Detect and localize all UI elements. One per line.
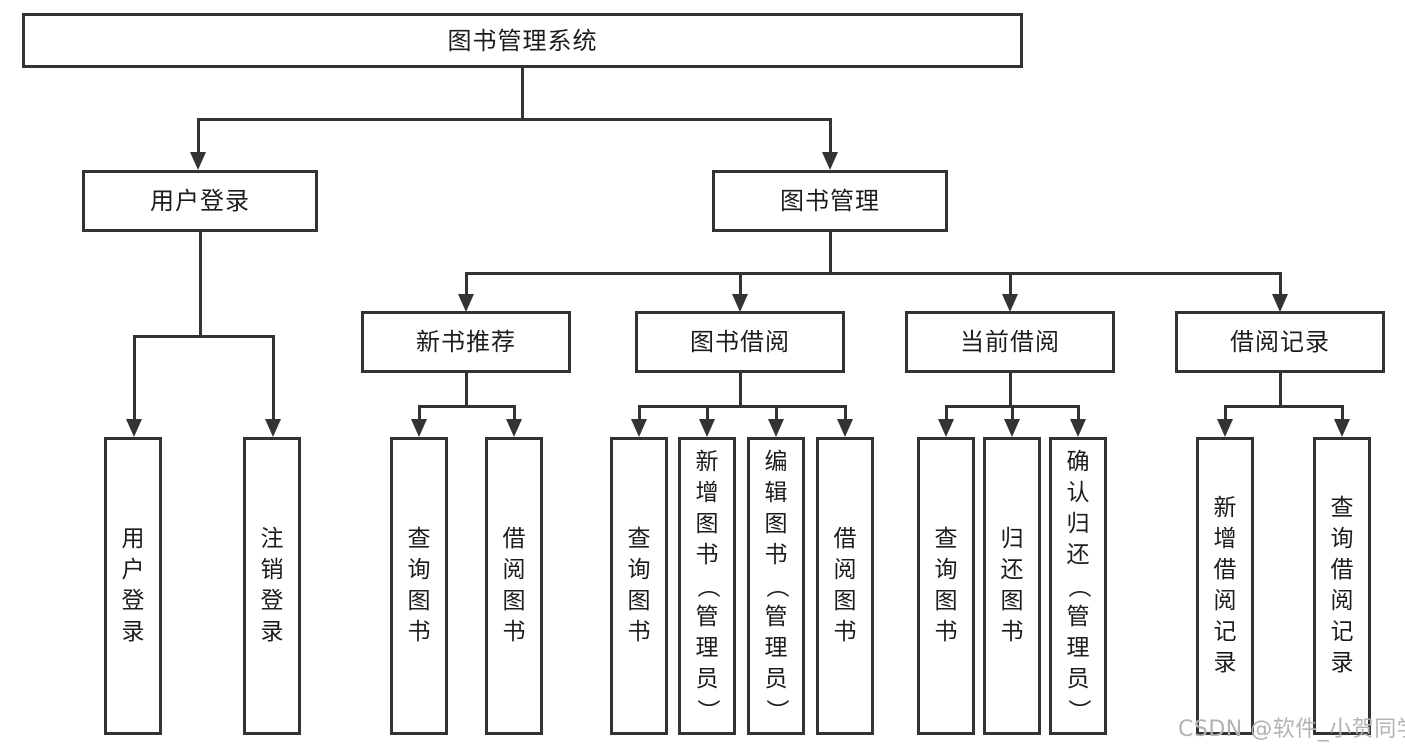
connector-arm-current-borrowing [1008, 272, 1012, 296]
arrowhead-into-current-query [938, 419, 954, 437]
connector-arm-records-add [1223, 405, 1227, 421]
arrowhead-into-current-return [1004, 419, 1020, 437]
arrowhead-into-borrowing-add [699, 419, 715, 437]
connector-root-branch [196, 118, 832, 121]
connector-arm-newbook-borrow [512, 405, 516, 421]
node-book-management: 图书管理 [712, 170, 948, 232]
connector-user-login-stem [198, 232, 202, 335]
connector-arm-current-return [1010, 405, 1014, 421]
connector-arm-newbook-query [417, 405, 421, 421]
arrowhead-into-borrowing-borrow [837, 419, 853, 437]
node-book-borrowing: 图书借阅 [635, 311, 845, 373]
leaf-borrowing-add-books-admin: 新增图书（管理员） [678, 437, 736, 735]
arrowhead-into-current-confirm [1070, 419, 1086, 437]
leaf-logout: 注销登录 [243, 437, 301, 735]
connector-arm-user-login [196, 118, 200, 154]
arrowhead-into-newbook-borrow [506, 419, 522, 437]
leaf-records-query-borrow-record: 查询借阅记录 [1313, 437, 1371, 735]
arrowhead-into-leaf-user-login [126, 419, 142, 437]
connector-arm-borrowing-add [705, 405, 709, 421]
node-user-login: 用户登录 [82, 170, 318, 232]
arrowhead-into-records-add [1217, 419, 1233, 437]
connector-arm-borrowing-borrow [843, 405, 847, 421]
connector-arm-leaf-user-login [132, 335, 136, 421]
connector-new-book-stem [464, 373, 468, 405]
arrowhead-into-borrowing-edit [768, 419, 784, 437]
leaf-current-return-books: 归还图书 [983, 437, 1041, 735]
connector-arm-records-query [1340, 405, 1344, 421]
arrowhead-into-borrowing-records [1272, 294, 1288, 312]
leaf-current-query-books: 查询图书 [917, 437, 975, 735]
arrowhead-into-current-borrowing [1002, 294, 1018, 312]
arrowhead-into-book-management [822, 152, 838, 170]
connector-book-management-branch [464, 272, 1282, 275]
leaf-current-confirm-return-admin: 确认归还（管理员） [1049, 437, 1107, 735]
csdn-watermark: CSDN @软件_小贺同学 [1178, 717, 1405, 742]
node-borrowing-records: 借阅记录 [1175, 311, 1385, 373]
connector-root-stem [520, 68, 524, 118]
connector-borrowing-records-stem [1278, 373, 1282, 405]
leaf-newbook-borrow-books: 借阅图书 [485, 437, 543, 735]
arrowhead-into-leaf-logout [265, 419, 281, 437]
connector-arm-leaf-logout [271, 335, 275, 421]
leaf-borrowing-query-books: 查询图书 [610, 437, 668, 735]
arrowhead-into-borrowing-query [631, 419, 647, 437]
connector-arm-current-confirm [1076, 405, 1080, 421]
arrowhead-into-new-book [458, 294, 474, 312]
leaf-borrowing-edit-books-admin: 编辑图书（管理员） [747, 437, 805, 735]
connector-arm-new-book [464, 272, 468, 296]
connector-arm-borrowing-query [637, 405, 641, 421]
connector-arm-book-management [828, 118, 832, 154]
connector-user-login-branch [132, 335, 275, 338]
leaf-records-add-borrow-record: 新增借阅记录 [1196, 437, 1254, 735]
connector-arm-borrowing-edit [774, 405, 778, 421]
connector-current-borrowing-stem [1008, 373, 1012, 405]
connector-book-borrowing-stem [738, 373, 742, 405]
arrowhead-into-book-borrowing [732, 294, 748, 312]
connector-arm-borrowing-records [1278, 272, 1282, 296]
connector-book-management-stem [828, 232, 832, 272]
connector-arm-book-borrowing [738, 272, 742, 296]
connector-new-book-branch [417, 405, 516, 408]
leaf-newbook-query-books: 查询图书 [390, 437, 448, 735]
connector-book-borrowing-branch [637, 405, 847, 408]
leaf-borrowing-borrow-books: 借阅图书 [816, 437, 874, 735]
connector-borrowing-records-branch [1223, 405, 1344, 408]
node-root-library-system: 图书管理系统 [22, 13, 1023, 68]
connector-arm-current-query [944, 405, 948, 421]
node-new-book-recommendation: 新书推荐 [361, 311, 571, 373]
arrowhead-into-user-login [190, 152, 206, 170]
leaf-user-login: 用户登录 [104, 437, 162, 735]
node-current-borrowing: 当前借阅 [905, 311, 1115, 373]
arrowhead-into-records-query [1334, 419, 1350, 437]
arrowhead-into-newbook-query [411, 419, 427, 437]
